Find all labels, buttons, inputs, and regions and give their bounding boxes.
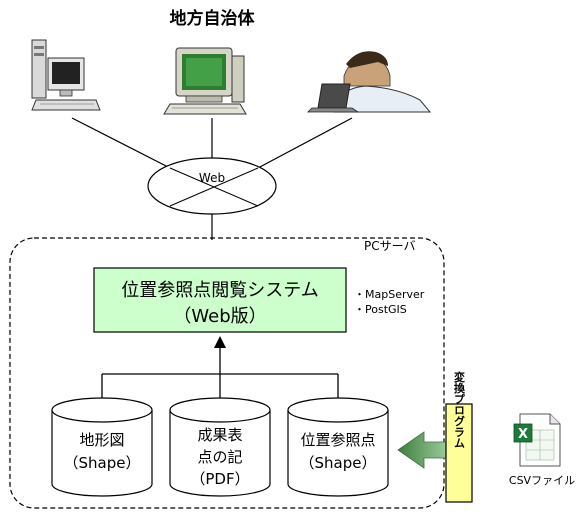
db2-line2: 点の記 (197, 448, 242, 466)
db1-line1: 地形図 (79, 431, 124, 449)
db2-line1: 成果表 (197, 426, 242, 444)
db3-line2: （Shape） (300, 454, 377, 472)
crt-computer-icon (163, 47, 247, 115)
database-terrain (51, 397, 153, 497)
app-box (93, 267, 347, 333)
converter-box (445, 403, 473, 503)
connection-lines (71, 117, 353, 240)
tech-postgis: ・PostGIS (354, 303, 407, 316)
tech-mapserver: ・MapServer (354, 288, 425, 301)
pc-server-boundary (9, 237, 445, 509)
page-title: 地方自治体 (170, 8, 256, 29)
csv-file-label: CSVファイル (509, 474, 575, 487)
app-title-line1: 位置参照点閲覧システム (121, 280, 318, 301)
converter-label: 変換プログラム (453, 370, 466, 448)
db3-line1: 位置参照点 (300, 431, 375, 449)
web-network-node (147, 157, 277, 215)
excel-file-icon: X (513, 413, 561, 467)
database-bus (101, 373, 339, 400)
db1-line2: （Shape） (64, 454, 141, 472)
database-results (169, 397, 271, 497)
desktop-pc-icon (31, 39, 101, 111)
laptop-user-icon (307, 51, 432, 113)
database-reference-points (287, 397, 389, 497)
upward-arrow (214, 336, 226, 374)
pc-server-label: PCサーバ (364, 239, 416, 253)
db2-line3: （PDF） (190, 470, 249, 488)
web-label: Web (199, 171, 225, 185)
svg-text:X: X (518, 427, 528, 442)
app-title-line2: （Web版） (173, 306, 266, 327)
